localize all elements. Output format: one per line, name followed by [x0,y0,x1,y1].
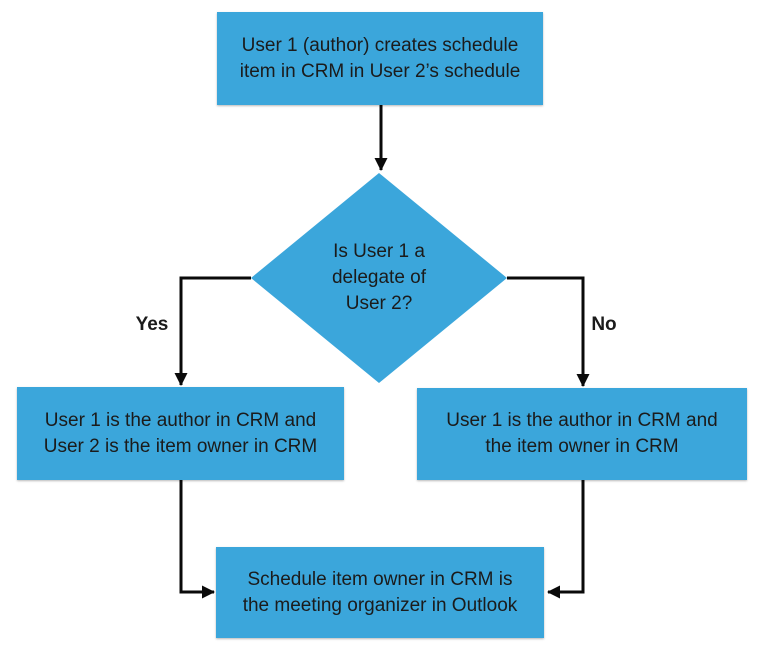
arrow-decision-to-no-branch [507,276,590,387]
arrow-no-branch-to-end [547,480,585,599]
arrow-yes-branch-to-end [179,480,215,599]
yes-branch-node: User 1 is the author in CRM and User 2 i… [17,387,344,480]
start-node: User 1 (author) creates schedule item in… [217,12,543,105]
no-branch-node-text: User 1 is the author in CRM and the item… [446,410,718,457]
yes-edge-label: Yes [135,314,169,335]
decision-node-text: Is User 1 a delegate of User 2? [331,241,427,314]
start-node-text: User 1 (author) creates schedule item in… [239,34,521,82]
no-branch-node: User 1 is the author in CRM and the item… [417,388,747,480]
yes-branch-node-text: User 1 is the author in CRM and User 2 i… [43,409,318,457]
end-node-text: Schedule item owner in CRM is the meetin… [242,568,518,616]
no-edge-label: No [591,314,617,335]
end-node: Schedule item owner in CRM is the meetin… [216,547,544,638]
arrow-decision-to-yes-branch [174,276,251,386]
